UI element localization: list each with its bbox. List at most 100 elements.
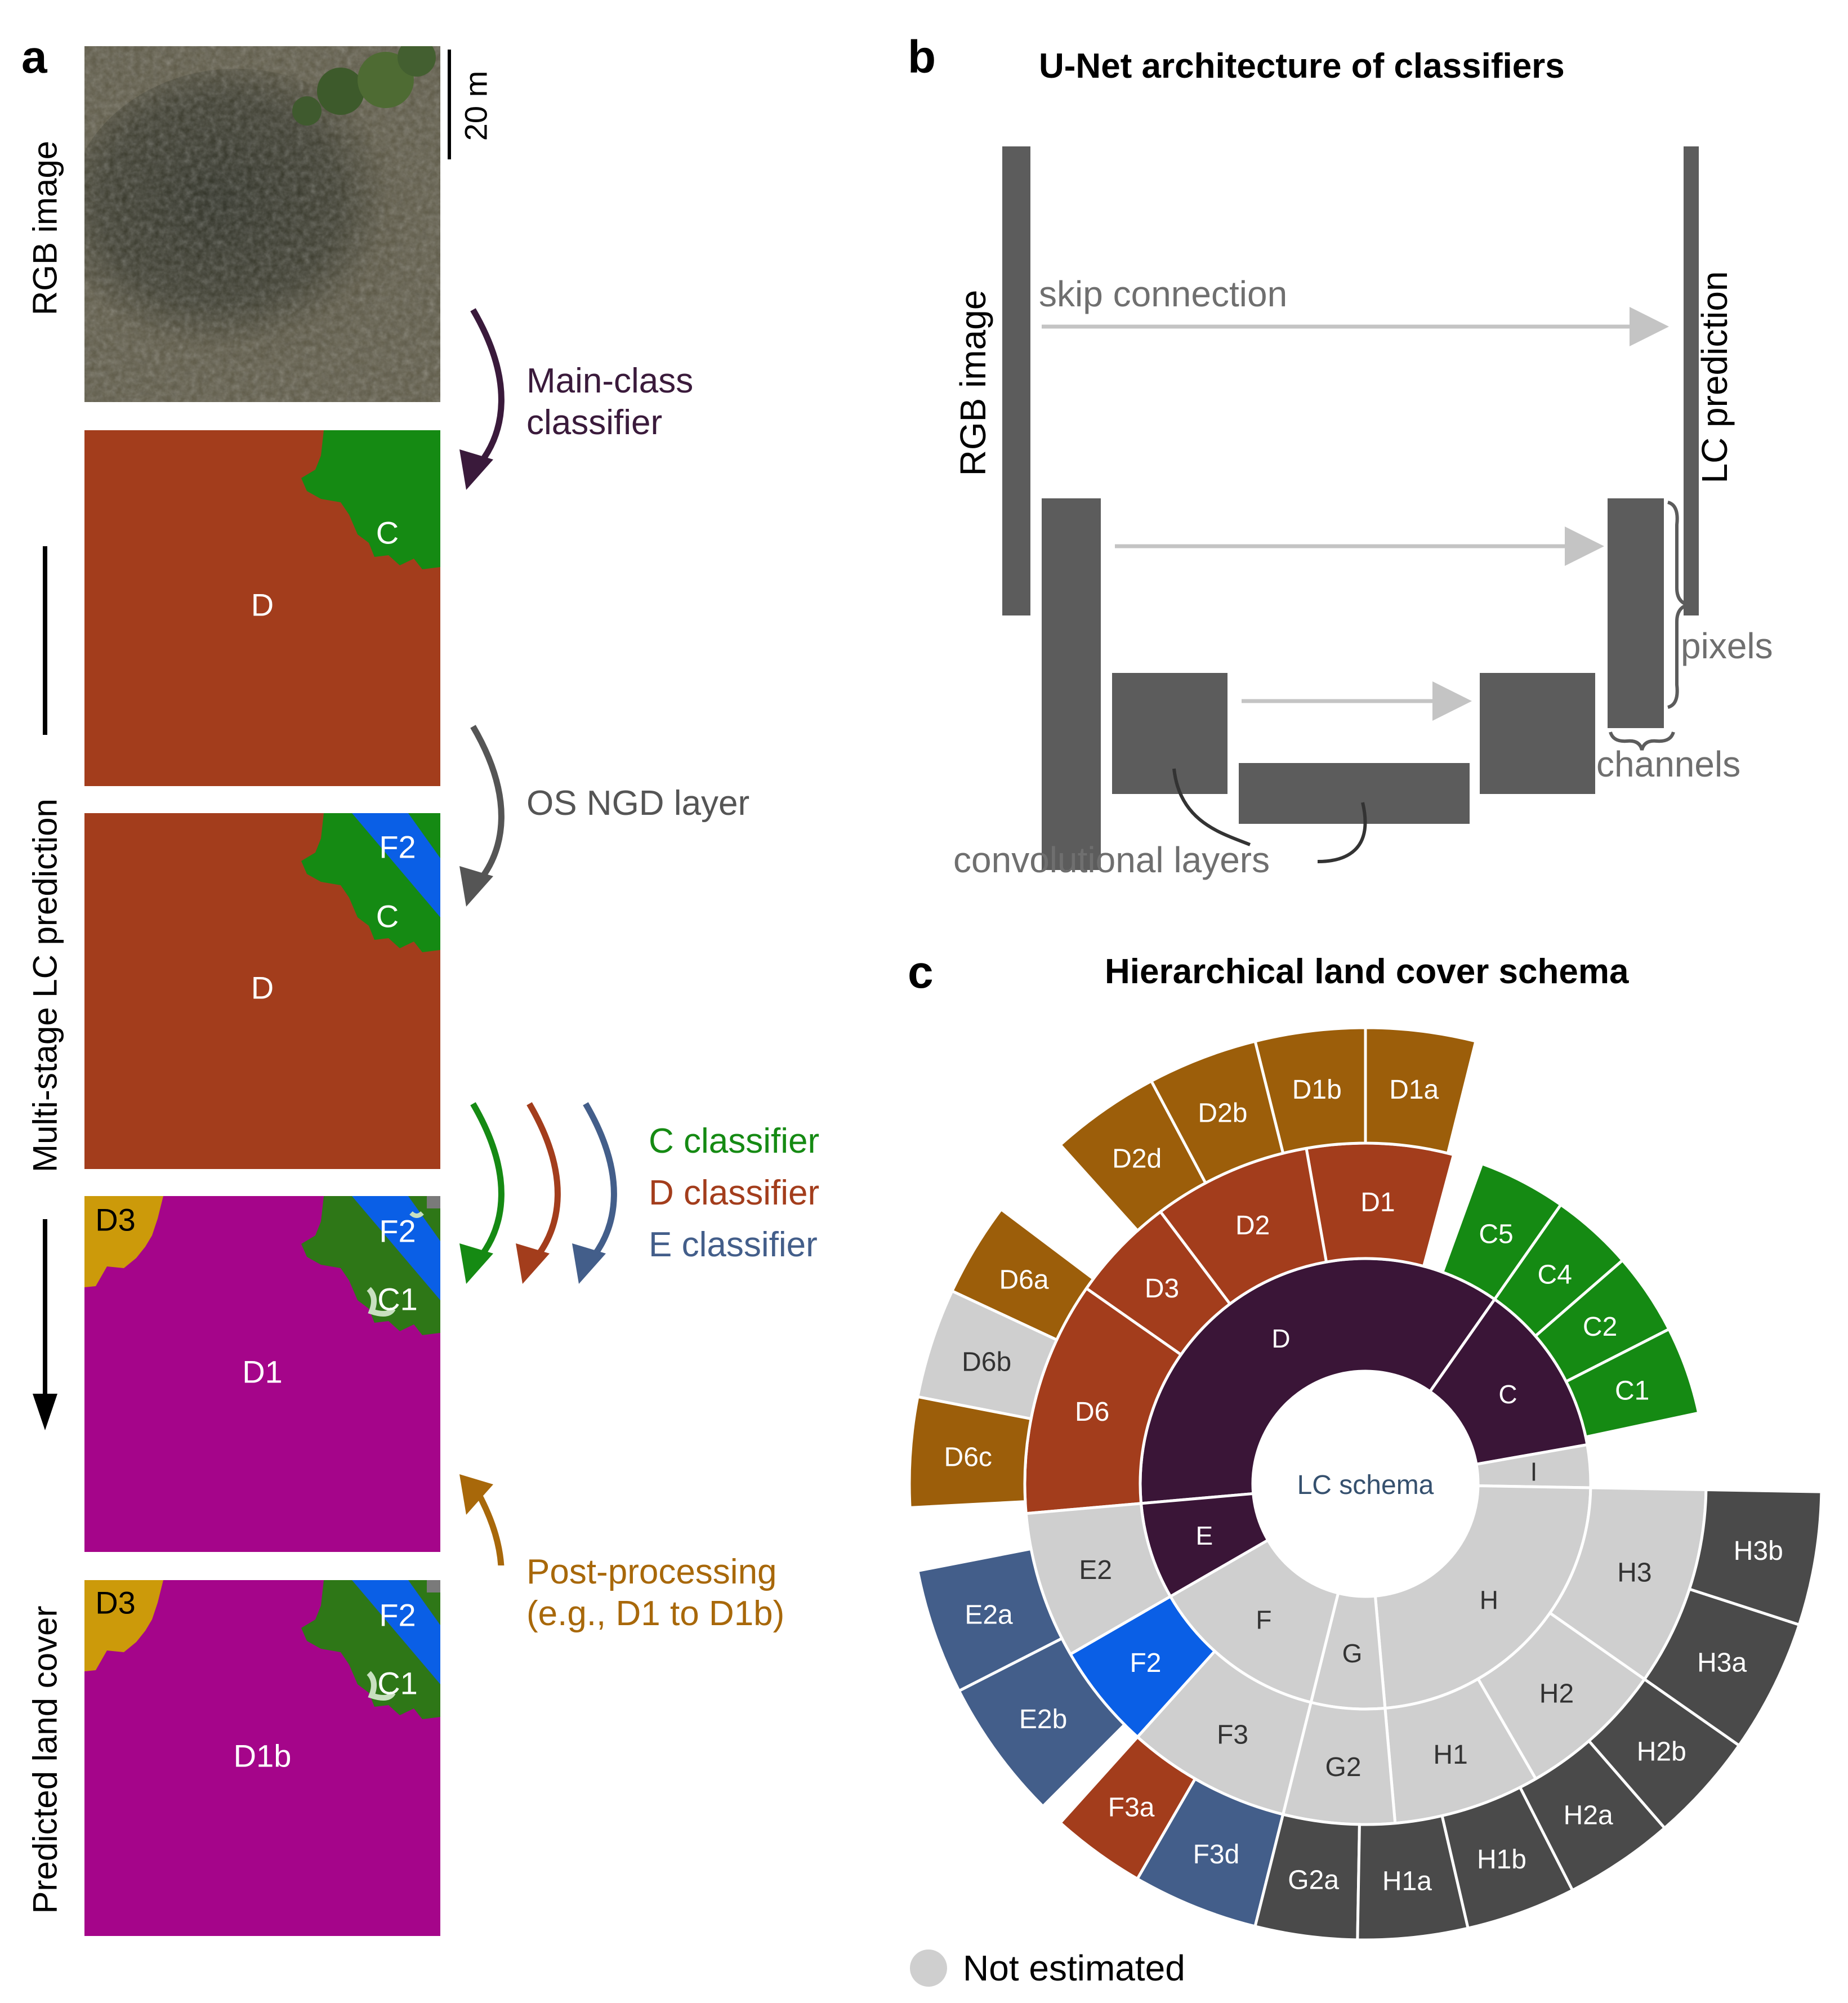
- sunburst-label-c2: C2: [1583, 1312, 1617, 1342]
- map2-label-d: D: [251, 970, 274, 1006]
- sunburst-label-h: H: [1480, 1586, 1498, 1615]
- multistage-arrow: [33, 546, 57, 1430]
- sunburst-label-d6b: D6b: [962, 1347, 1011, 1377]
- legend-not-estimated: Not estimated: [910, 1946, 1185, 1991]
- sunburst-segment-f3a: F3a: [1058, 1735, 1197, 1881]
- sunburst-label-d: D: [1271, 1324, 1290, 1353]
- map4-label-c1: C1: [377, 1665, 418, 1701]
- sunburst-label-d1b: D1b: [1292, 1075, 1342, 1105]
- sunburst-label-d2d: D2d: [1112, 1144, 1162, 1174]
- sunburst-label-d1a: D1a: [1389, 1075, 1439, 1105]
- sunburst-label-h2: H2: [1539, 1679, 1574, 1708]
- sunburst-segment-g2a: G2a: [1253, 1812, 1361, 1942]
- panel-c-letter: c: [908, 947, 934, 998]
- step-os-ngd: OS NGD layer: [526, 784, 750, 823]
- unet-dec1-block: [1608, 498, 1664, 728]
- sunburst-label-c5: C5: [1479, 1219, 1513, 1249]
- rgb-aerial-image: [84, 46, 440, 402]
- sunburst-center-label: LC schema: [1297, 1470, 1434, 1500]
- sunburst-segment-h1b: H1b: [1440, 1785, 1575, 1930]
- predicted-row-label: Predicted land cover: [26, 1605, 64, 1914]
- channels-label: channels: [1596, 744, 1741, 784]
- sunburst-label-h1a: H1a: [1382, 1867, 1432, 1897]
- scale-bar-label: 20 m: [458, 70, 494, 141]
- step-e-classifier: E classifier: [649, 1225, 818, 1264]
- map-main-classes: D C: [84, 430, 440, 786]
- step-d-classifier: D classifier: [649, 1174, 820, 1212]
- sunburst-label-h3: H3: [1617, 1558, 1651, 1587]
- map1-label-d: D: [251, 587, 274, 623]
- sunburst-segment-h3b: H3b: [1688, 1488, 1823, 1627]
- sunburst-label-h3b: H3b: [1734, 1536, 1783, 1566]
- sunburst-segment-h2: H2: [1476, 1611, 1647, 1781]
- rgb-image-row-label: RGB image: [26, 140, 64, 316]
- panel-a-letter: a: [21, 32, 47, 83]
- sunburst-label-d2: D2: [1235, 1211, 1270, 1241]
- legend-label: Not estimated: [963, 1948, 1185, 1988]
- map4-label-d1b: D1b: [233, 1738, 292, 1774]
- sunburst-label-c: C: [1498, 1380, 1517, 1409]
- sunburst-segment-d2d: D2d: [1058, 1079, 1208, 1233]
- map2-label-f2: F2: [379, 829, 416, 865]
- map3-label-f2: F2: [379, 1213, 416, 1249]
- sunburst-label-h1b: H1b: [1477, 1845, 1526, 1875]
- sunburst-label-g: G: [1342, 1639, 1363, 1668]
- sunburst-label-c1: C1: [1615, 1376, 1649, 1406]
- map3-label-d1: D1: [242, 1354, 283, 1390]
- sunburst-label-d6: D6: [1075, 1397, 1109, 1427]
- sunburst-segment-d2b: D2b: [1149, 1040, 1285, 1185]
- sunburst-label-h3a: H3a: [1697, 1648, 1747, 1678]
- sunburst-label-e2a: E2a: [965, 1600, 1013, 1630]
- panel-b-letter: b: [908, 32, 936, 83]
- sunburst-label-f: F: [1256, 1605, 1271, 1635]
- step-main-class: Main-class classifier: [526, 360, 693, 444]
- sunburst-label-d6a: D6a: [999, 1265, 1049, 1295]
- sunburst-segment-d6b: D6b: [916, 1289, 1059, 1421]
- sunburst-label-d3: D3: [1145, 1274, 1179, 1304]
- pixels-label: pixels: [1681, 626, 1773, 666]
- unet-dec2-block: [1480, 673, 1595, 794]
- map2-label-c: C: [376, 898, 399, 934]
- step-c-classifier: C classifier: [649, 1122, 820, 1161]
- unet-enc2-block: [1112, 673, 1227, 794]
- sunburst-segment-d6c: D6c: [908, 1395, 1033, 1510]
- panel-b-title: U-Net architecture of classifiers: [1039, 47, 1565, 86]
- step-main-line1: Main-class: [526, 362, 694, 400]
- sunburst-segment-f3d: F3d: [1135, 1777, 1285, 1928]
- step-post-processing: Post-processing (e.g., D1 to D1b): [526, 1551, 784, 1635]
- map4-label-d3: D3: [95, 1585, 136, 1621]
- conv-layers-label: convolutional layers: [953, 840, 1270, 880]
- skip-connection-label: skip connection: [1039, 274, 1288, 314]
- unet-enc1-block: [1042, 498, 1101, 870]
- sunburst-segment-e2b: E2b: [957, 1636, 1127, 1809]
- sunburst-segment-e2: E2: [1024, 1502, 1173, 1656]
- sunburst-segment-c1: C1: [1564, 1327, 1700, 1439]
- step-main-line2: classifier: [526, 403, 663, 442]
- sunburst-segment-h3a: H3a: [1642, 1587, 1801, 1748]
- sunburst-segment-d1a: D1a: [1364, 1026, 1477, 1156]
- sunburst-label-i: I: [1530, 1457, 1538, 1486]
- sunburst-chart: DCIHGFED1D2D3D6C5C4C2C1H3H2H1G2F3F2E2D1a…: [908, 1026, 1823, 1942]
- sunburst-label-h2b: H2b: [1637, 1737, 1686, 1766]
- sunburst-label-f3: F3: [1217, 1720, 1248, 1750]
- sunburst-segment-d1b: D1b: [1253, 1026, 1367, 1156]
- unet-diagram: [1002, 146, 1699, 870]
- map-os-ngd: D F2 C: [84, 813, 440, 1169]
- unet-output-block: [1684, 146, 1699, 615]
- sunburst-label-e: E: [1196, 1521, 1213, 1550]
- map-predicted: D3 F2 C1 D1b: [84, 1580, 440, 1936]
- sunburst-label-g2: G2: [1325, 1752, 1362, 1782]
- unet-output-label: LC prediction: [1694, 271, 1735, 484]
- step-post-line2: (e.g., D1 to D1b): [526, 1594, 785, 1633]
- unet-input-label: RGB image: [953, 289, 993, 476]
- sunburst-label-e2b: E2b: [1019, 1705, 1067, 1734]
- unet-bottleneck-block: [1239, 763, 1470, 824]
- sunburst-label-g2a: G2a: [1288, 1865, 1339, 1895]
- sunburst-label-f3a: F3a: [1108, 1792, 1155, 1822]
- sunburst-label-c4: C4: [1538, 1260, 1572, 1290]
- scale-bar: [448, 50, 451, 159]
- sunburst-segment-d1: D1: [1305, 1141, 1456, 1268]
- sunburst-label-d6c: D6c: [944, 1443, 992, 1473]
- sunburst-label-d2b: D2b: [1198, 1098, 1247, 1128]
- unet-input-block: [1002, 146, 1030, 615]
